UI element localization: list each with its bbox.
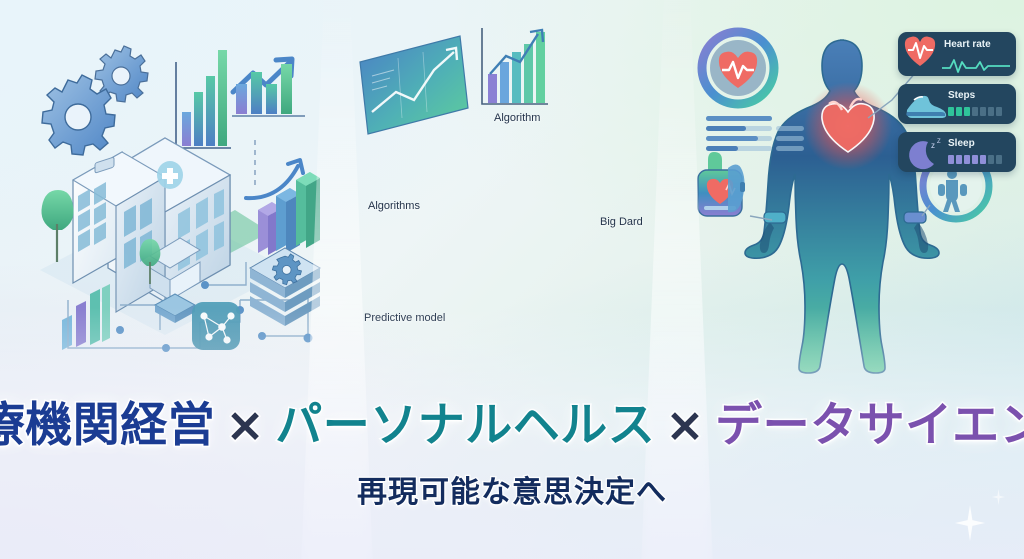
headline-segment-management: 医療機関経営 — [0, 398, 216, 453]
headline: 医療機関経営 × パーソナルヘルス × データサイエンス — [0, 398, 1024, 453]
headline-segment-data-science: データサイエンス — [714, 398, 1024, 453]
title-block: 医療機関経営 × パーソナルヘルス × データサイエンス 再現可能な意思決定へ — [0, 384, 1024, 559]
headline-separator-2: × — [664, 398, 706, 453]
subtitle: 再現可能な意思決定へ — [356, 474, 668, 512]
headline-separator-1: × — [224, 398, 266, 453]
headline-segment-personal-health: パーソナルヘルス — [274, 398, 657, 453]
